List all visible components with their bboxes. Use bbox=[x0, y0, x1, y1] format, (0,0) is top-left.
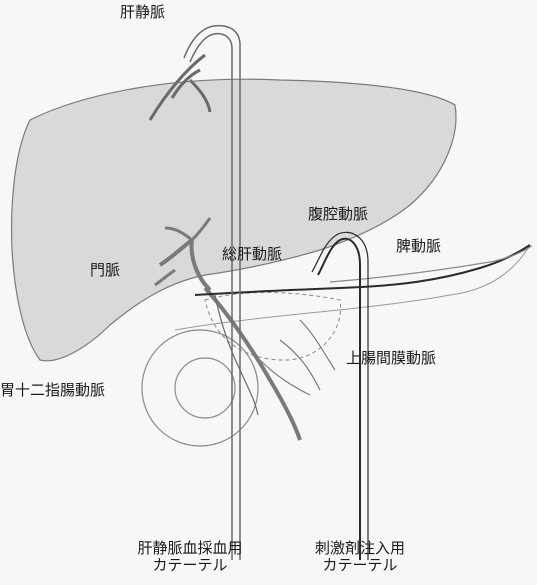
label-sampling-catheter-line2: カテーテル bbox=[120, 557, 260, 574]
label-injection-catheter-line1: 刺激剤注入用 bbox=[300, 540, 420, 557]
liver-shape bbox=[12, 79, 456, 361]
label-superior-mesenteric-artery: 上腸間膜動脈 bbox=[346, 350, 436, 367]
label-injection-catheter: 刺激剤注入用 カテーテル bbox=[300, 540, 420, 575]
label-celiac-artery: 腹腔動脈 bbox=[308, 206, 368, 223]
label-gastroduodenal-artery: 胃十二指腸動脈 bbox=[0, 382, 105, 399]
label-portal-vein: 門脈 bbox=[90, 262, 120, 279]
duodenum-inner bbox=[175, 358, 235, 418]
label-sampling-catheter-line1: 肝静脈血採血用 bbox=[120, 540, 260, 557]
pancreas-outline bbox=[205, 293, 341, 361]
label-common-hepatic-artery: 総肝動脈 bbox=[222, 246, 282, 263]
label-sampling-catheter: 肝静脈血採血用 カテーテル bbox=[120, 540, 260, 575]
label-hepatic-vein: 肝静脈 bbox=[120, 4, 165, 21]
label-splenic-artery: 脾動脈 bbox=[396, 238, 441, 255]
label-injection-catheter-line2: カテーテル bbox=[300, 557, 420, 574]
